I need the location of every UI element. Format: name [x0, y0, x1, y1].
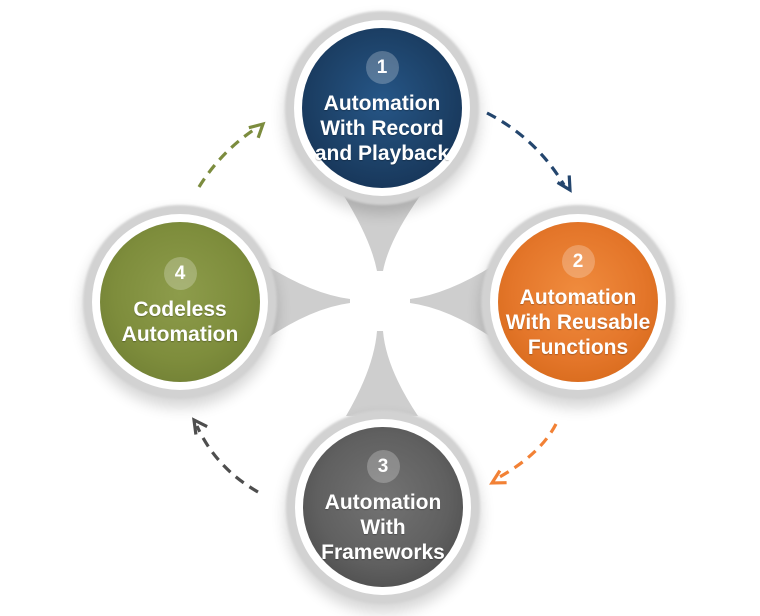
connector-tail-top	[344, 196, 420, 271]
arrow-step1-to-step2	[486, 111, 566, 186]
node-step1-number-badge: 1	[365, 50, 399, 84]
connector-tail-bottom	[346, 331, 418, 416]
node-step3-number: 3	[377, 455, 389, 477]
node-step2-number-badge: 2	[561, 244, 595, 278]
node-step4-number: 4	[174, 263, 186, 284]
arrow-step2-to-step3-head-icon	[489, 469, 507, 485]
node-step3-number-badge: 3	[366, 449, 400, 483]
arrow-step1-to-step2-head-icon	[556, 175, 572, 193]
node-step4-label: Codeless Automation	[121, 298, 239, 346]
node-step1-record-playback: 1 Automation With Record and Playback	[302, 28, 462, 188]
node-step2-reusable-functions: 2 Automation With Reusable Functions	[498, 222, 658, 382]
node-step3-label: Automation With Frameworks	[321, 490, 445, 564]
connector-tail-right	[410, 265, 494, 339]
arrow-step4-to-step1	[197, 125, 259, 188]
arrow-step3-to-step4-head-icon	[192, 417, 208, 435]
cycle-arrows	[192, 111, 572, 494]
arrow-step3-to-step4	[195, 425, 259, 494]
connector-tail-left	[266, 265, 350, 339]
node-step2-label: Automation With Reusable Functions	[505, 285, 651, 359]
node-step4-number-badge: 4	[163, 257, 197, 290]
node-step3-frameworks: 3 Automation With Frameworks	[303, 427, 463, 587]
arrow-step4-to-step1-head-icon	[248, 121, 266, 139]
arrow-step2-to-step3	[495, 423, 558, 481]
node-step1-label: Automation With Record and Playback	[314, 91, 450, 165]
node-step1-number: 1	[376, 56, 388, 78]
node-step4-codeless-automation: 4 Codeless Automation	[100, 222, 260, 382]
node-step2-number: 2	[572, 250, 584, 272]
connector-tails	[266, 196, 494, 416]
